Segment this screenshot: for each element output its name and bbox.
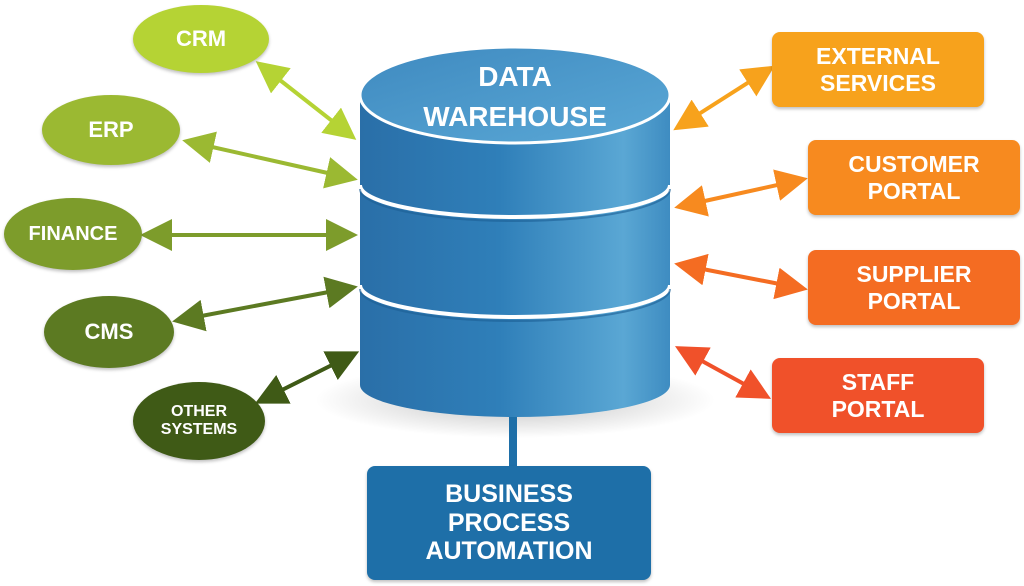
bpa-line1: BUSINESS — [445, 479, 573, 508]
data-warehouse-cylinder — [358, 45, 672, 417]
node-customer-portal: CUSTOMER PORTAL — [808, 140, 1020, 215]
node-other-systems-line2: SYSTEMS — [160, 421, 238, 438]
node-other-systems-line1: OTHER — [171, 402, 227, 420]
node-supplier-portal: SUPPLIER PORTAL — [808, 250, 1020, 325]
arrow-other-systems — [254, 351, 360, 404]
arrow-erp — [182, 131, 358, 189]
warehouse-title-line1: DATA — [478, 61, 552, 92]
warehouse-title-line2: WAREHOUSE — [423, 101, 607, 132]
arrow-staff-portal — [674, 346, 772, 399]
arrow-customer-portal — [674, 169, 808, 217]
node-crm: CRM — [133, 5, 269, 73]
arrow-external-services — [673, 65, 775, 131]
node-cms-label: CMS — [84, 319, 134, 345]
node-crm-label: CRM — [175, 26, 227, 52]
node-external-services-line1: EXTERNAL — [816, 43, 940, 70]
node-finance: FINANCE — [4, 198, 142, 270]
node-staff-portal-line2: PORTAL — [831, 395, 925, 422]
node-finance-label: FINANCE — [28, 222, 118, 245]
arrow-crm — [255, 61, 357, 140]
node-supplier-portal-line1: SUPPLIER — [856, 261, 972, 288]
node-erp: ERP — [42, 95, 180, 165]
node-business-process-automation: BUSINESS PROCESS AUTOMATION — [367, 466, 651, 580]
node-erp-label: ERP — [88, 117, 134, 143]
node-cms: CMS — [44, 296, 174, 368]
bpa-line3: AUTOMATION — [425, 537, 593, 566]
bpa-connector — [509, 415, 517, 470]
arrow-cms — [172, 276, 358, 332]
node-external-services-line2: SERVICES — [820, 69, 936, 96]
node-external-services: EXTERNAL SERVICES — [772, 32, 984, 107]
bpa-line2: PROCESS — [447, 508, 571, 537]
node-other-systems: OTHER SYSTEMS — [133, 382, 265, 460]
node-staff-portal-line1: STAFF — [841, 369, 915, 396]
node-staff-portal: STAFF PORTAL — [772, 358, 984, 433]
node-customer-portal-line2: PORTAL — [867, 177, 961, 204]
node-customer-portal-line1: CUSTOMER — [848, 151, 980, 178]
node-supplier-portal-line2: PORTAL — [867, 287, 961, 314]
arrow-supplier-portal — [674, 253, 808, 300]
